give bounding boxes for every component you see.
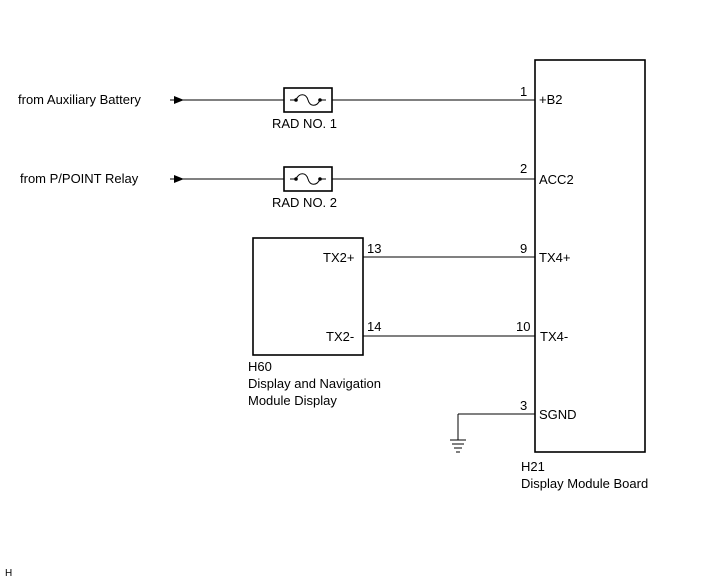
h21-pin10-number: 10 [516,319,530,334]
h21-pin9-number: 9 [520,241,527,256]
h21-module-box [534,59,646,453]
fuse-1-label: RAD NO. 1 [272,116,337,131]
fuse-symbol-icon [290,173,326,185]
h60-pin14-number: 14 [367,319,381,334]
h21-pin1-number: 1 [520,84,527,99]
h60-module-box [252,237,364,356]
h60-name-line1: Display and Navigation [248,376,381,391]
h21-pin3-number: 3 [520,398,527,413]
h21-pin2-label: ACC2 [539,172,574,187]
fuse-rad-no-2 [283,166,333,192]
fuse-2-label: RAD NO. 2 [272,195,337,210]
fuse-rad-no-1 [283,87,333,113]
h60-pin13-label: TX2+ [323,250,354,265]
h21-pin3-label: SGND [539,407,577,422]
h21-pin9-label: TX4+ [539,250,570,265]
h60-pin14-label: TX2- [326,329,354,344]
corner-label: H [5,568,12,579]
fuse-symbol-icon [290,94,326,106]
h60-name-line2: Module Display [248,393,337,408]
h60-code: H60 [248,359,272,374]
h21-name: Display Module Board [521,476,648,491]
h60-pin13-number: 13 [367,241,381,256]
h21-pin10-label: TX4- [540,329,568,344]
h21-pin2-number: 2 [520,161,527,176]
source-ppoint-relay-label: from P/POINT Relay [20,171,139,186]
h21-pin1-label: +B2 [539,92,563,107]
h21-code: H21 [521,459,545,474]
ground-icon [450,439,466,453]
source-aux-battery-label: from Auxiliary Battery [18,92,141,107]
